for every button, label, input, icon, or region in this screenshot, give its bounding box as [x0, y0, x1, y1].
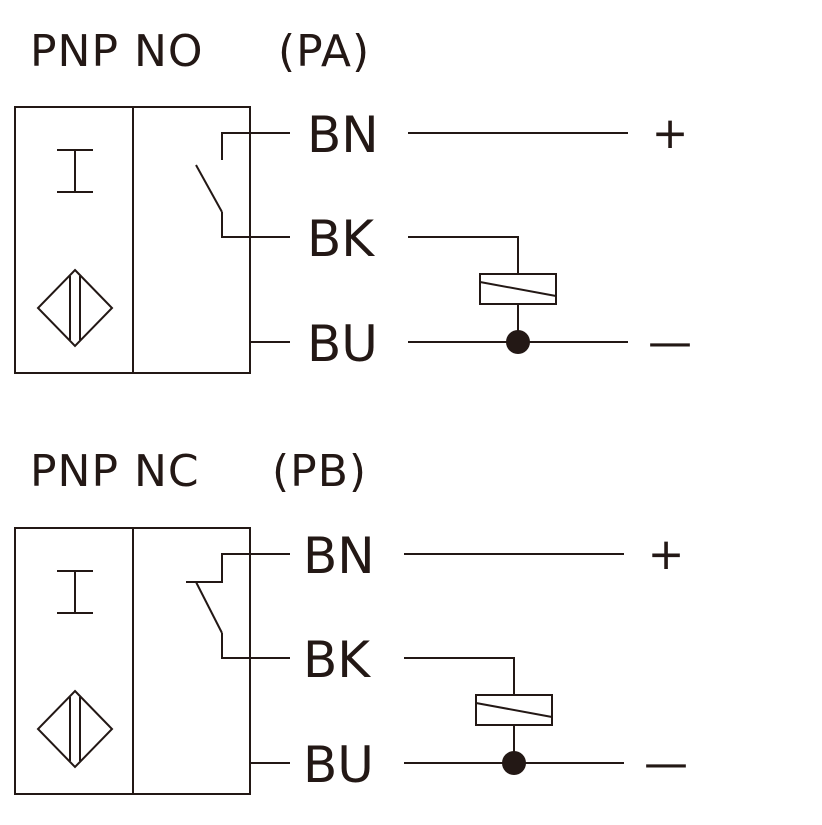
load-relay-icon	[475, 694, 553, 726]
diagram-pnp-nc: PNP NC (PB) BN BK BU	[14, 446, 688, 795]
output-line	[408, 236, 519, 274]
diagram-code: (PB)	[272, 446, 367, 497]
switch-contact-no-icon	[195, 132, 290, 238]
current-source-icon	[57, 149, 93, 193]
junction-dot	[506, 330, 530, 354]
positive-sign: +	[652, 108, 689, 159]
junction-dot	[502, 751, 526, 775]
wire-label-bk: BK	[303, 631, 371, 689]
diagram-code: (PA)	[278, 26, 370, 77]
current-source-icon	[57, 570, 93, 614]
positive-sign: +	[648, 529, 685, 580]
output-line	[404, 657, 515, 695]
load-relay-icon	[479, 273, 557, 305]
inductive-sensor-icon	[36, 268, 114, 348]
wire-label-bk: BK	[307, 210, 375, 268]
wire-label-bn: BN	[303, 527, 375, 585]
wire-label-bu: BU	[307, 315, 378, 373]
diagram-pnp-no: PNP NO (PA) BN BK BU	[14, 26, 692, 374]
negative-sign: —	[648, 317, 692, 368]
negative-sign: —	[644, 738, 688, 789]
diagram-title: PNP NC	[30, 446, 200, 497]
diagram-title: PNP NO	[30, 26, 204, 77]
switch-contact-nc-icon	[186, 553, 290, 659]
wire-label-bu: BU	[303, 736, 374, 794]
inductive-sensor-icon	[36, 689, 114, 769]
wire-label-bn: BN	[307, 106, 379, 164]
